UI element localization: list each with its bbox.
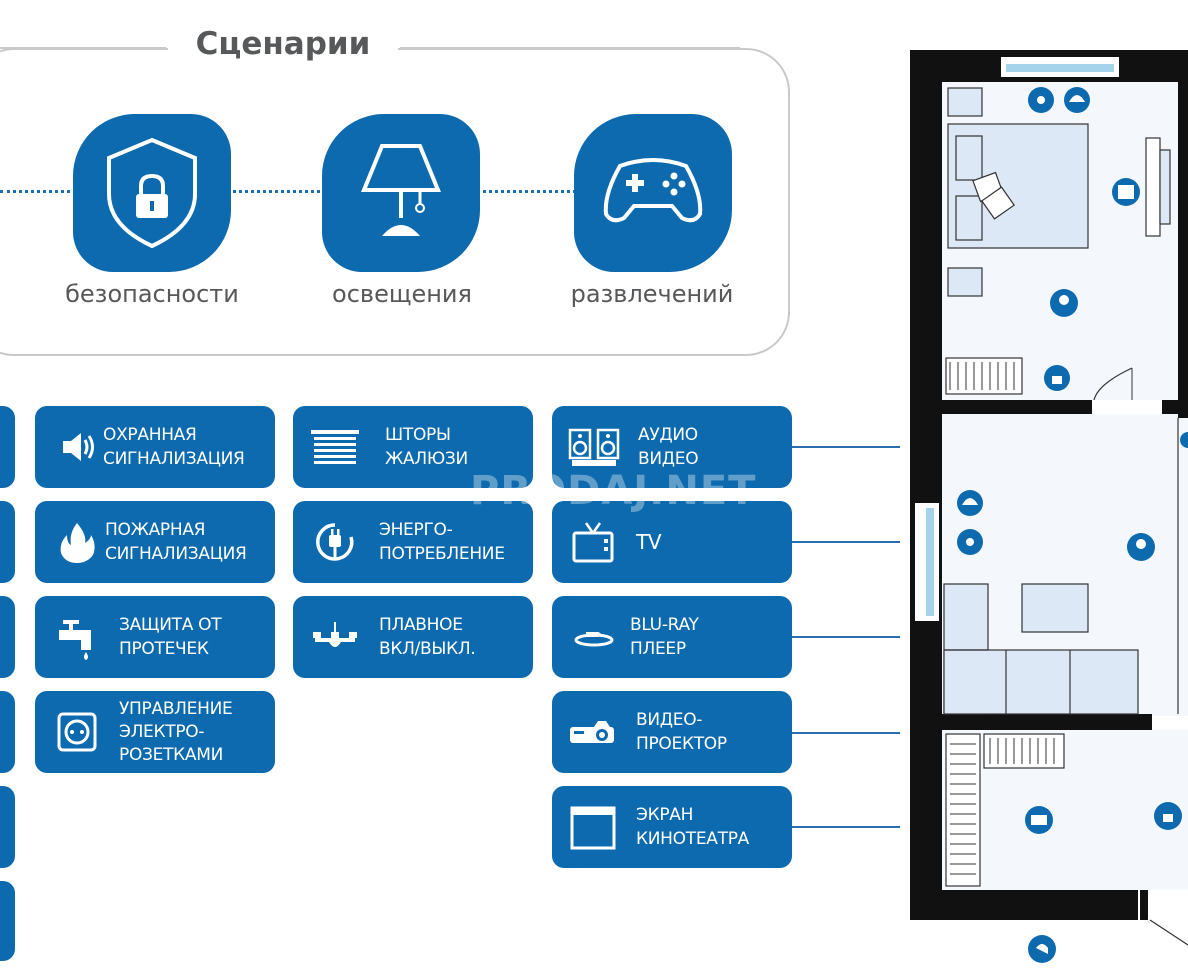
faucet-icon [59,620,91,660]
fire-icon [60,523,95,563]
button-label: АУДИО [638,425,698,445]
speakers-icon [568,428,620,466]
scenario-entertainment[interactable] [574,114,732,272]
tv-icon [572,522,614,563]
energy-consumption-button[interactable]: ЭНЕРГО- ПОТРЕБЛЕНИЕ [293,501,533,583]
socket-icon [57,712,97,752]
button-label: ОХРАННАЯ [103,425,197,445]
button-label: ШТОРЫ [385,425,451,445]
button-label: ЭКРАН [636,805,694,825]
security-alarm-button[interactable]: ОХРАННАЯ СИГНАЛИЗАЦИЯ [35,406,275,488]
cinema-screen-button[interactable]: ЭКРАН КИНОТЕАТРА [552,786,792,868]
button-label: ПЛЕЕР [630,639,686,659]
edge-button[interactable] [0,501,15,583]
button-label: ЖАЛЮЗИ [385,449,468,469]
button-label: ВИДЕО- [636,710,703,730]
button-label: КИНОТЕАТРА [636,829,749,849]
button-label: ПЛАВНОЕ [379,615,463,635]
edge-button[interactable] [0,406,15,488]
button-label: ПРОТЕЧЕК [119,639,209,659]
button-label: ЗАЩИТА ОТ [119,615,222,635]
speaker-alarm-icon [63,433,94,461]
blinds-button[interactable]: ШТОРЫ ЖАЛЮЗИ [293,406,533,488]
button-label: СИГНАЛИЗАЦИЯ [105,544,247,564]
scenario-label-security: безопасности [65,280,239,308]
watermark: PRODAJ.NET [470,468,757,514]
edge-button[interactable] [0,881,15,961]
leak-protection-button[interactable]: ЗАЩИТА ОТ ПРОТЕЧЕК [35,596,275,678]
button-label: ВКЛ/ВЫКЛ. [379,639,476,659]
scenarios-title-text: Сценарии [195,26,371,62]
button-label: TV [636,530,662,554]
title-mask [168,30,398,64]
dotted-connector [476,190,576,193]
bluray-icon [574,632,614,647]
screen-icon [570,806,616,850]
scenario-label-entertainment: развлечений [570,280,734,308]
button-label: ПОТРЕБЛЕНИЕ [379,544,505,564]
blinds-icon [311,430,359,464]
shield-lock-icon [107,137,197,249]
button-label: УПРАВЛЕНИЕ [119,698,233,719]
dotted-connector [0,190,76,193]
plug-icon [316,523,354,561]
button-label: BLU-RAY [630,615,699,635]
floor-plan [910,50,1188,963]
bluray-player-button[interactable]: BLU-RAY ПЛЕЕР [552,596,792,678]
button-label: ПРОЕКТОР [636,734,727,754]
scenario-security[interactable] [73,114,231,272]
scenario-lighting[interactable] [322,114,480,272]
scenario-label-lighting: освещения [332,280,472,308]
edge-button[interactable] [0,691,15,773]
button-label: ВИДЕО [638,449,699,469]
button-label: ЭЛЕКТРО- [119,721,205,742]
edge-button[interactable] [0,786,15,868]
gamepad-icon [603,158,703,223]
connector-line [792,446,900,448]
lamp-icon [361,144,441,236]
connector-line [792,826,900,828]
connector-line [792,636,900,638]
chandelier-icon [313,622,357,647]
dotted-connector [228,190,326,193]
smooth-on-off-button[interactable]: ПЛАВНОЕ ВКЛ/ВЫКЛ. [293,596,533,678]
fire-alarm-button[interactable]: ПОЖАРНАЯ СИГНАЛИЗАЦИЯ [35,501,275,583]
button-label: СИГНАЛИЗАЦИЯ [103,449,245,469]
tv-button[interactable]: TV [552,501,792,583]
button-label: ЭНЕРГО- [379,520,453,540]
connector-line [792,541,900,543]
edge-button[interactable] [0,596,15,678]
button-label: РОЗЕТКАМИ [119,744,224,765]
button-label: ПОЖАРНАЯ [105,520,206,540]
audio-video-button[interactable]: АУДИО ВИДЕО [552,406,792,488]
projector-icon [570,721,614,743]
video-projector-button[interactable]: ВИДЕО- ПРОЕКТОР [552,691,792,773]
connector-line [792,732,900,734]
